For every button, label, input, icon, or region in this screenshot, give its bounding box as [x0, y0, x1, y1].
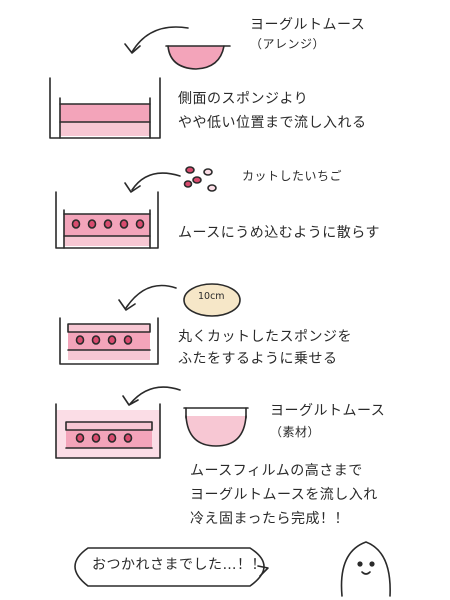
curved-arrow-icon — [131, 172, 181, 191]
mold-frame-4 — [55, 403, 161, 459]
mold-frame-1 — [49, 77, 161, 139]
mousse-arrange-title: ヨーグルトムース — [250, 17, 366, 33]
step3-line2: ふたをするように乗せる — [178, 351, 338, 367]
curved-arrow-icon — [125, 284, 177, 309]
speech-tail-icon — [257, 565, 269, 577]
bowl-icon-arrange — [165, 45, 231, 70]
curved-arrow-icon — [124, 43, 141, 54]
curved-arrow-icon — [124, 182, 141, 193]
mousse-plain-title: ヨーグルトムース — [270, 403, 386, 419]
step4-line2: ヨーグルトムースを流し入れ — [190, 487, 378, 503]
step4-line1: ムースフィルムの高さまで — [190, 463, 363, 479]
closing-message: おつかれさまでした…！！ — [92, 557, 266, 573]
bowl-icon-plain — [183, 407, 249, 447]
circle-size-label: 10cm — [198, 291, 225, 302]
step1-line1: 側面のスポンジより — [178, 91, 309, 107]
mousse-plain-sub: （素材） — [270, 425, 321, 439]
round-sponge-icon — [183, 283, 241, 317]
cut-strawberry-pieces — [183, 166, 217, 192]
cut-strawberry-label: カットしたいちご — [242, 169, 343, 183]
curved-arrow-icon — [122, 395, 139, 406]
step4-line3: 冷え固まったら完成！！ — [190, 511, 349, 527]
bird-mascot-icon — [340, 541, 391, 597]
step1-line2: やや低い位置まで流し入れる — [178, 115, 367, 131]
step2-line: ムースにうめ込むように散らす — [178, 225, 381, 241]
step3-line1: 丸くカットしたスポンジを — [178, 329, 352, 345]
mold-frame-3 — [59, 317, 159, 365]
curved-arrow-icon — [131, 26, 189, 53]
mold-frame-2 — [55, 191, 159, 249]
curved-arrow-icon — [118, 299, 136, 311]
mousse-arrange-sub: （アレンジ） — [250, 37, 326, 51]
speech-bubble — [74, 547, 265, 587]
curved-arrow-icon — [129, 386, 181, 405]
